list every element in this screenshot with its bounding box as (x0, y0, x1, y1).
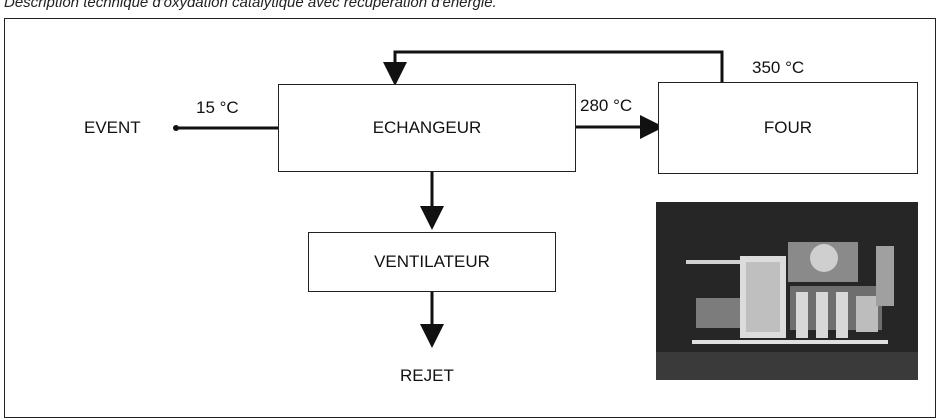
exchanger-out-temp-label: 280 °C (580, 96, 632, 116)
ventilateur-box: VENTILATEUR (308, 232, 556, 292)
event-label: EVENT (84, 118, 141, 138)
equipment-photo-drawing (656, 202, 918, 380)
echangeur-label: ECHANGEUR (373, 118, 482, 138)
four-box: FOUR (658, 82, 918, 174)
inlet-dot (173, 125, 179, 131)
equipment-photo (656, 202, 918, 380)
rejet-label: REJET (400, 366, 454, 386)
echangeur-box: ECHANGEUR (278, 84, 576, 172)
four-label: FOUR (764, 118, 812, 138)
furnace-out-temp-label: 350 °C (752, 58, 804, 78)
inlet-temp-label: 15 °C (196, 98, 239, 118)
ventilateur-label: VENTILATEUR (374, 252, 490, 272)
furnace-return-loop (395, 52, 722, 82)
